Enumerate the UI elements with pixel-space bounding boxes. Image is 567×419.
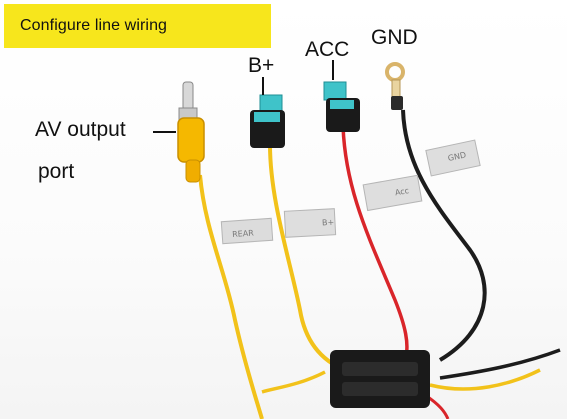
rear-tag-text: REAR: [232, 229, 255, 240]
bplus-tag: [283, 208, 337, 238]
acc-fuse-holder: [323, 81, 360, 132]
bplus-yellow-wire: [268, 144, 346, 372]
bplus-fuse-holder: [250, 94, 285, 148]
rca-plug: [177, 81, 205, 183]
yellow-wire-right: [429, 368, 541, 391]
av-output-label-line2: port: [38, 160, 75, 183]
gnd-black-wire: [401, 109, 487, 362]
junction-block: [330, 350, 430, 408]
bplus-label: B+: [248, 54, 275, 77]
av-yellow-wire: [198, 174, 264, 419]
yellow-wire-left: [261, 370, 326, 394]
bplus-tag-text: B+: [322, 218, 335, 228]
acc-tag: [362, 174, 423, 212]
av-output-label-line1: AV output: [35, 118, 126, 141]
acc-red-wire: [341, 124, 409, 361]
gnd-tag: [425, 139, 481, 177]
wire-tags: REAR B+ Acc GND: [220, 139, 481, 245]
rear-tag: [220, 217, 274, 245]
banner-title: Configure line wiring: [20, 17, 168, 34]
banner: Configure line wiring: [4, 4, 271, 48]
gnd-tag-text: GND: [447, 150, 467, 163]
acc-label: ACC: [305, 38, 350, 61]
acc-tag-text: Acc: [394, 186, 409, 197]
wires: [198, 109, 561, 419]
gnd-ring-terminal: [385, 62, 405, 110]
black-wire-right: [439, 348, 561, 380]
gnd-label: GND: [371, 26, 418, 49]
